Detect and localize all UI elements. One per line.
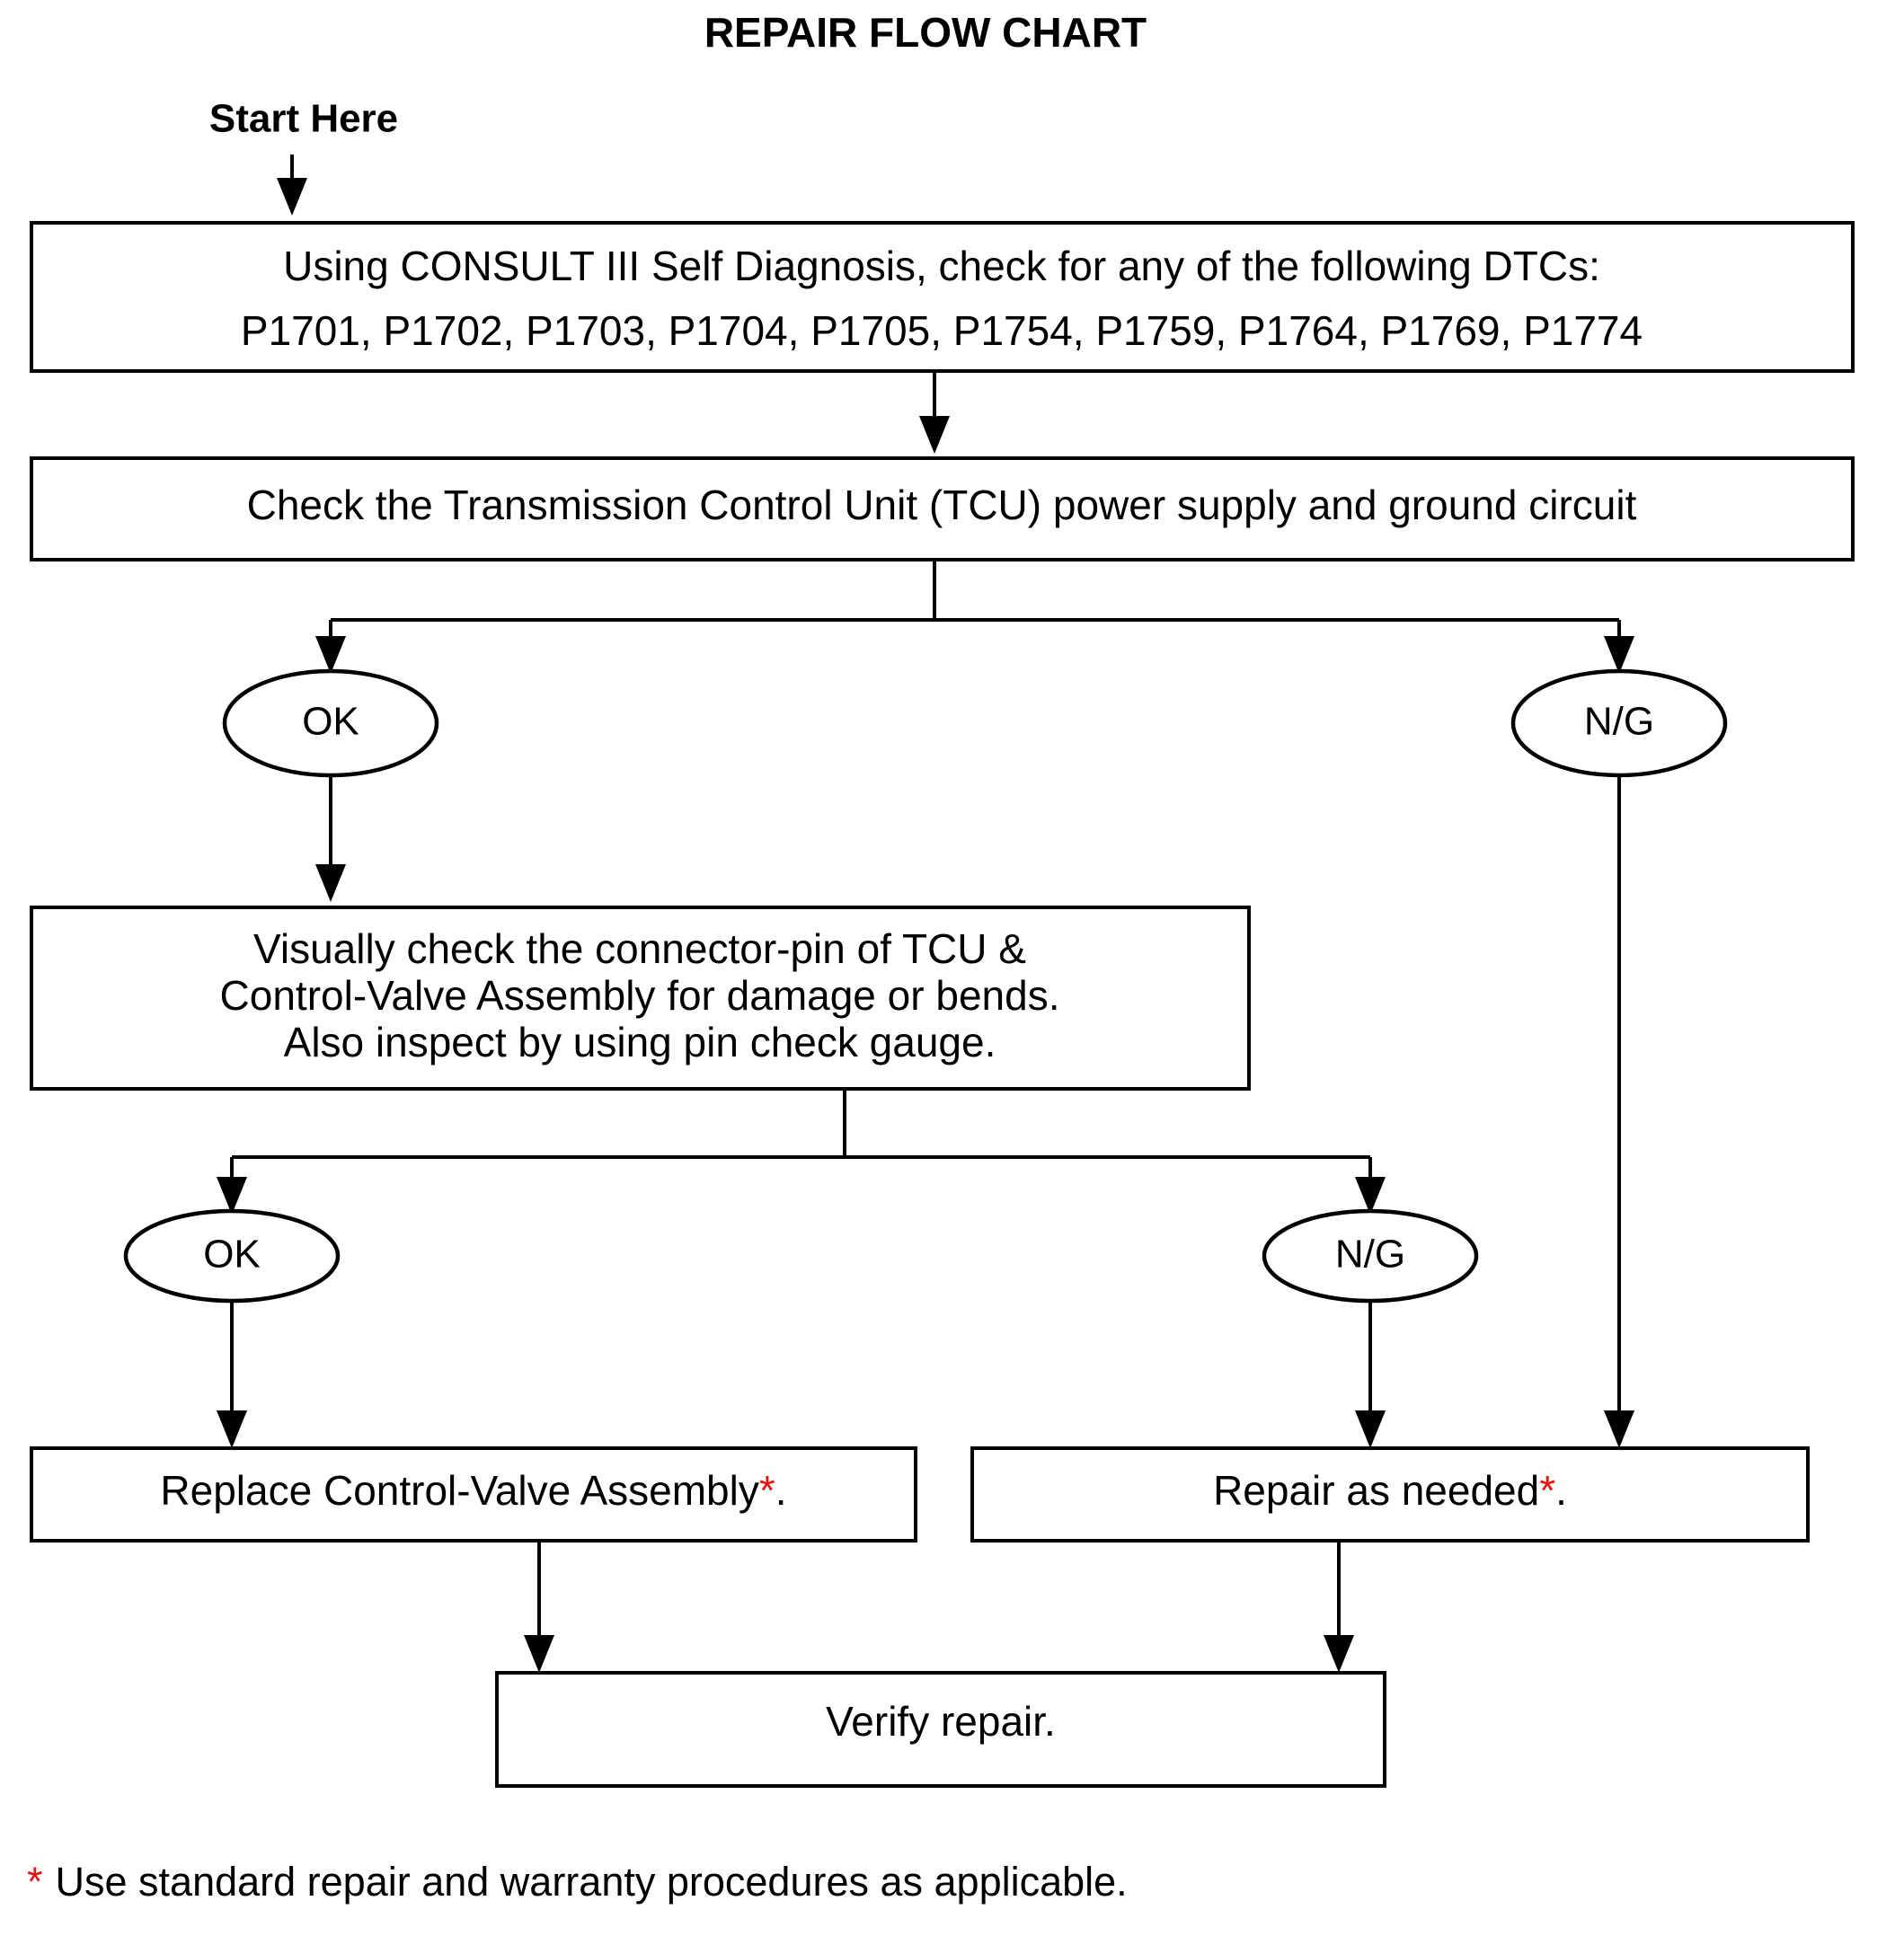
page-title: REPAIR FLOW CHART [704, 9, 1147, 56]
start-here-label: Start Here [209, 97, 398, 141]
step2-line1: Check the Transmission Control Unit (TCU… [247, 482, 1637, 528]
step4-replace-text: Replace Control-Valve Assembly*. [160, 1467, 786, 1514]
decision2-ng-label: N/G [1335, 1233, 1405, 1277]
connector-step2-split [315, 560, 1634, 674]
step5-repair-label: Repair as needed [1213, 1467, 1539, 1514]
decision2-ok-label: OK [203, 1233, 261, 1277]
step4-replace-suffix: . [775, 1467, 787, 1514]
step3-line3: Also inspect by using pin check gauge. [284, 1019, 996, 1065]
connector-replace-to-verify [524, 1541, 554, 1673]
connector-ok1-to-step3 [315, 775, 346, 902]
connector-ng2-to-repair [1355, 1301, 1386, 1448]
footnote: * Use standard repair and warranty proced… [27, 1859, 1128, 1905]
connector-step3-split [217, 1089, 1386, 1215]
step3-line1: Visually check the connector-pin of TCU … [253, 925, 1026, 972]
decision1-ng-label: N/G [1584, 700, 1654, 744]
step2-box [30, 456, 1855, 561]
footnote-text: Use standard repair and warranty procedu… [56, 1859, 1128, 1905]
step4-replace-label: Replace Control-Valve Assembly [160, 1467, 758, 1514]
step1-line1: Using CONSULT III Self Diagnosis, check … [283, 243, 1600, 289]
connector-ok2-to-replace [217, 1301, 247, 1448]
step1-line2: P1701, P1702, P1703, P1704, P1705, P1754… [241, 307, 1643, 354]
step4-replace-box [30, 1446, 917, 1543]
step5-repair-suffix: . [1555, 1467, 1567, 1514]
step5-repair-text: Repair as needed*. [1213, 1467, 1567, 1514]
connector-repair-to-verify [1324, 1541, 1354, 1673]
step3-line2: Control-Valve Assembly for damage or ben… [220, 972, 1060, 1019]
decision1-ok-label: OK [302, 700, 359, 744]
step1-box [30, 221, 1855, 373]
step6-verify-label: Verify repair. [826, 1698, 1056, 1745]
connector-start-to-step1 [277, 155, 307, 216]
step3-box [30, 906, 1251, 1091]
footnote-asterisk: * [27, 1859, 43, 1905]
step4-replace-asterisk: * [759, 1467, 775, 1514]
connector-step1-to-step2 [919, 371, 950, 454]
step6-verify-box [495, 1671, 1386, 1788]
connector-ng1-to-repair [1604, 775, 1634, 1448]
step5-repair-box [970, 1446, 1810, 1543]
step5-repair-asterisk: * [1539, 1467, 1555, 1514]
